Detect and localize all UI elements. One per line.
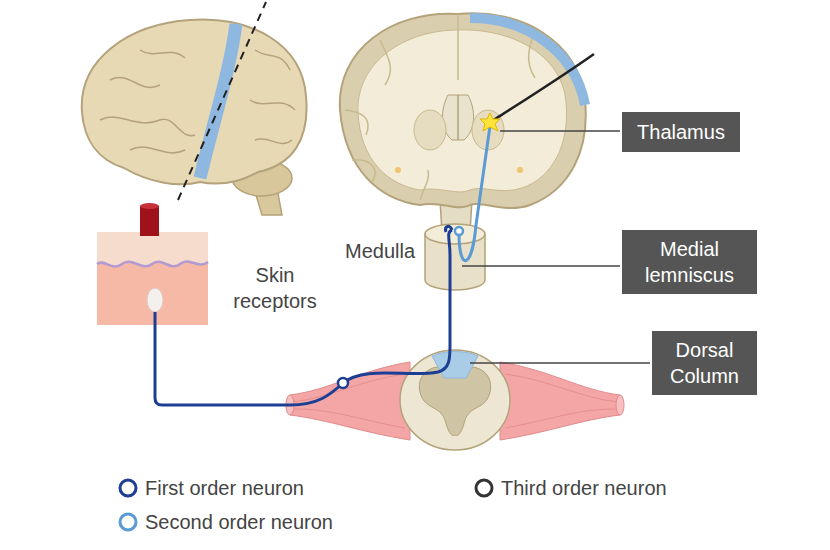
box-label: Medial lemniscus xyxy=(628,236,751,288)
structure-label: Skin receptors xyxy=(225,262,325,314)
legend-swatch-holder xyxy=(117,511,139,533)
sulci xyxy=(345,14,535,200)
dermis xyxy=(97,232,208,325)
legend-item: Third order neuron xyxy=(473,476,667,500)
basement-line xyxy=(97,261,208,266)
synapse-star xyxy=(480,113,500,131)
box-label: Dorsal Column xyxy=(658,337,751,389)
legend-text: Third order neuron xyxy=(501,476,667,500)
legend-text: Second order neuron xyxy=(145,510,333,534)
structure-label: Medulla xyxy=(330,238,430,264)
nucleus-dot xyxy=(395,167,401,173)
section-plane xyxy=(178,2,266,200)
right-nerve xyxy=(500,362,620,440)
legend-text: First order neuron xyxy=(145,476,304,500)
ventricles xyxy=(442,95,473,140)
legend-item: First order neuron xyxy=(117,476,304,500)
stimulus xyxy=(140,206,159,236)
legend-swatch xyxy=(476,480,492,496)
legend-swatch xyxy=(120,514,136,530)
gyri xyxy=(100,50,295,153)
legend-swatch xyxy=(120,480,136,496)
leader-line xyxy=(470,362,650,364)
legend-swatch-holder xyxy=(117,477,139,499)
first-order-neuron xyxy=(155,230,452,405)
label-box: Thalamus xyxy=(622,112,740,152)
leader-line xyxy=(462,265,620,267)
second-order-neuron xyxy=(459,126,490,261)
white-matter xyxy=(358,30,567,192)
epidermis xyxy=(97,232,208,267)
skin-block xyxy=(97,203,208,325)
gray-matter xyxy=(340,13,586,208)
dorsal-root-ganglion xyxy=(338,378,348,388)
left-thalamus xyxy=(414,110,446,150)
stimulus-top xyxy=(140,203,159,209)
label-box: Medial lemniscus xyxy=(622,230,757,294)
nucleus-gracilis xyxy=(455,227,463,235)
coronal-brain xyxy=(340,13,586,232)
lateral-brain xyxy=(82,2,307,215)
skin-receptor xyxy=(147,288,163,312)
box-label: Thalamus xyxy=(637,119,725,145)
nucleus-dot xyxy=(517,167,523,173)
dorsal-column-area xyxy=(432,352,478,379)
legend-swatch-holder xyxy=(473,477,495,499)
somatosensory-cortex xyxy=(470,18,585,105)
postcentral-gyrus xyxy=(200,24,236,178)
nerve-end xyxy=(616,395,624,415)
legend-item: Second order neuron xyxy=(117,510,333,534)
leader-line xyxy=(500,130,620,132)
neurons xyxy=(155,54,594,405)
cord-section xyxy=(400,350,510,450)
first-order-curl xyxy=(446,226,452,232)
cerebrum xyxy=(82,20,307,185)
label-box: Dorsal Column xyxy=(652,331,757,395)
spinal-cord xyxy=(286,350,624,450)
third-order-neuron xyxy=(492,54,594,121)
